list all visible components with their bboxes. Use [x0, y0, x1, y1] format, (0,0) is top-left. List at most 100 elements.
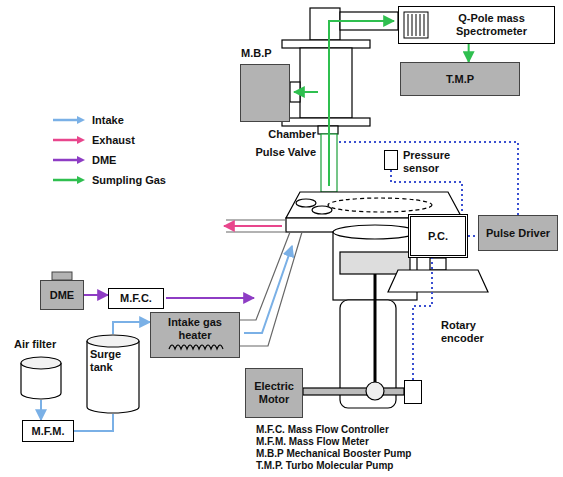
legend-arrow [52, 135, 86, 145]
flow-connector [84, 294, 108, 296]
part-heading: Air filter [14, 338, 74, 351]
box-label: Electric Motor [250, 380, 298, 406]
analyzer-body [404, 12, 428, 38]
pump-box: T.M.P [400, 62, 520, 96]
keyboard [388, 270, 488, 292]
encoder-box: Rotary encoder [404, 380, 422, 404]
flow-connector [74, 414, 113, 431]
box-label: P.C. [415, 230, 461, 243]
exhaust-pipe [226, 219, 286, 220]
cylinder-top [21, 357, 61, 369]
controller-box: M.F.C. [108, 288, 164, 309]
connecting-rod [374, 274, 377, 388]
tank-cylinder: Surge tank [86, 334, 140, 414]
legend-arrow-shaft [53, 159, 79, 162]
sensor-box: Pressure sensor [384, 150, 398, 170]
box-label: T.M.P [405, 73, 515, 86]
cylinder-top [333, 225, 417, 239]
flow-connector [468, 44, 470, 62]
valve [312, 206, 332, 214]
legend-arrow-head [77, 156, 85, 164]
flow-connector [413, 258, 432, 380]
legend-row: Intake [52, 110, 166, 130]
coil-line [169, 345, 223, 349]
box-label: M.F.C. [113, 292, 159, 305]
cylinder-outline [20, 356, 62, 400]
pc-base [388, 258, 488, 292]
legend-arrow-head [77, 176, 85, 184]
fin-line [408, 14, 409, 36]
part-label: Pulse Valve [236, 146, 316, 159]
box-label: M.F.M. [27, 425, 69, 438]
fin-line [420, 14, 421, 36]
dme-valve-knob [52, 272, 72, 280]
legend-arrow-head [77, 136, 85, 144]
filter-cylinder: Air filter [20, 356, 62, 400]
legend-arrow [52, 115, 86, 125]
abbreviation-note: T.M.P. Turbo Molecular Pump [256, 460, 556, 472]
legend-arrow-shaft [53, 179, 79, 182]
legend-arrow [52, 155, 86, 165]
gas-cylinder-box: DME [40, 280, 84, 310]
driver-box: Pulse Driver [478, 215, 558, 251]
legend-text: Exhaust [92, 134, 135, 146]
valve [296, 199, 316, 207]
fin-line [412, 14, 413, 36]
pump-box: M.B.P [240, 64, 290, 122]
flange [282, 118, 370, 126]
legend-arrow-shaft [53, 139, 79, 142]
meter-box: M.F.M. [22, 420, 74, 442]
cylinder-outline [86, 334, 140, 414]
intake-pipe [240, 232, 302, 346]
exhaust-pipe [226, 231, 286, 232]
flange [282, 40, 370, 48]
legend-arrow-shaft [53, 119, 79, 122]
legend-text: Sumpling Gas [92, 174, 166, 186]
legend-row: Sumpling Gas [52, 170, 166, 190]
chamber-top [310, 8, 340, 40]
box-label: Surge tank [90, 348, 136, 374]
box-label: Pulse Driver [483, 227, 553, 240]
cylinder-top [87, 335, 139, 347]
heater-coil [167, 344, 225, 354]
analyzer-fins [403, 11, 429, 39]
part-heading: Pressure sensor [403, 149, 465, 175]
flow-connector [40, 400, 42, 420]
bore-outline [328, 198, 432, 212]
motor-box: Electric Motor [245, 368, 303, 418]
crank [366, 382, 384, 400]
abbreviation-note: M.F.C. Mass Flow Controller [256, 424, 556, 436]
box-label: Intake gas heater [155, 316, 235, 342]
computer-monitor: P.C. [408, 214, 468, 258]
box-label: Q-Pole mass Spectrometer [433, 12, 550, 38]
abbreviation-note: M.F.M. Mass Flow Meter [256, 436, 556, 448]
crank-shaft [303, 388, 404, 395]
part-heading: Rotary encoder [441, 319, 503, 345]
legend: IntakeExhaustDME Sumpling Gas [52, 110, 166, 190]
sampling-chamber [282, 8, 398, 192]
flow-connector [113, 322, 150, 334]
fin-line [424, 14, 425, 36]
intake-flow-arrow [244, 246, 292, 333]
legend-text: Intake [92, 114, 124, 126]
abbreviation-note: M.B.P Mechanical Booster Pump [256, 448, 556, 460]
spectrometer-box: Q-Pole mass Spectrometer [398, 6, 555, 44]
legend-row: Exhaust [52, 130, 166, 150]
chamber-body [300, 48, 352, 118]
legend-arrow [52, 175, 86, 185]
cylinder-body [87, 341, 139, 413]
legend-row: DME [52, 150, 166, 170]
sampling-flow-arrow [294, 91, 318, 93]
heater-box: Intake gas heater [150, 312, 240, 358]
box-label: DME [45, 289, 79, 302]
legend-arrow-head [77, 116, 85, 124]
dme-flow-arrow [166, 297, 254, 299]
exhaust-flow-arrow [224, 225, 282, 227]
flow-connector [391, 170, 462, 214]
part-heading: M.B.P [241, 47, 301, 60]
flow-connector [468, 235, 478, 237]
legend-text: DME [92, 154, 116, 166]
part-label: Chamber [246, 128, 316, 141]
fin-line [416, 14, 417, 36]
